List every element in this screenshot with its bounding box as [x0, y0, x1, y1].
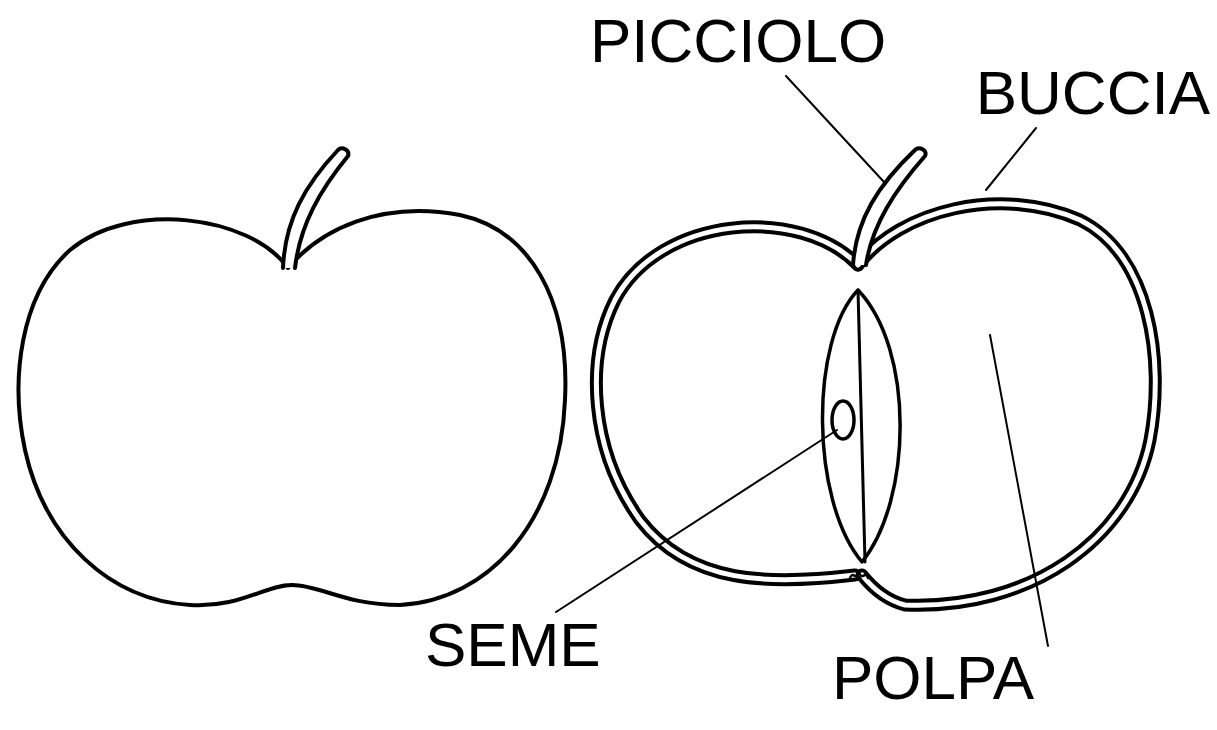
part-label: POLPA	[832, 647, 1034, 709]
leader-line	[786, 76, 884, 182]
leader-line	[990, 335, 1048, 646]
leader-line	[556, 430, 837, 612]
cut-apple-skin-right-inner	[858, 204, 1155, 605]
cut-apple-core	[822, 290, 900, 562]
cut-apple-core-axis	[858, 290, 865, 562]
cut-apple-stem	[853, 148, 926, 265]
cut-apple-calyx	[850, 572, 868, 578]
leader-line	[986, 128, 1036, 190]
whole-apple-stem	[283, 148, 348, 268]
part-label: PICCIOLO	[590, 10, 886, 72]
cut-apple-skin-left	[596, 227, 858, 580]
part-label: SEME	[425, 614, 601, 676]
part-label: BUCCIA	[976, 62, 1210, 124]
cut-apple-skin-left-inner	[596, 227, 858, 580]
whole-apple-outline	[19, 211, 566, 605]
seed	[832, 401, 854, 439]
cut-apple-skin-right	[858, 204, 1155, 605]
